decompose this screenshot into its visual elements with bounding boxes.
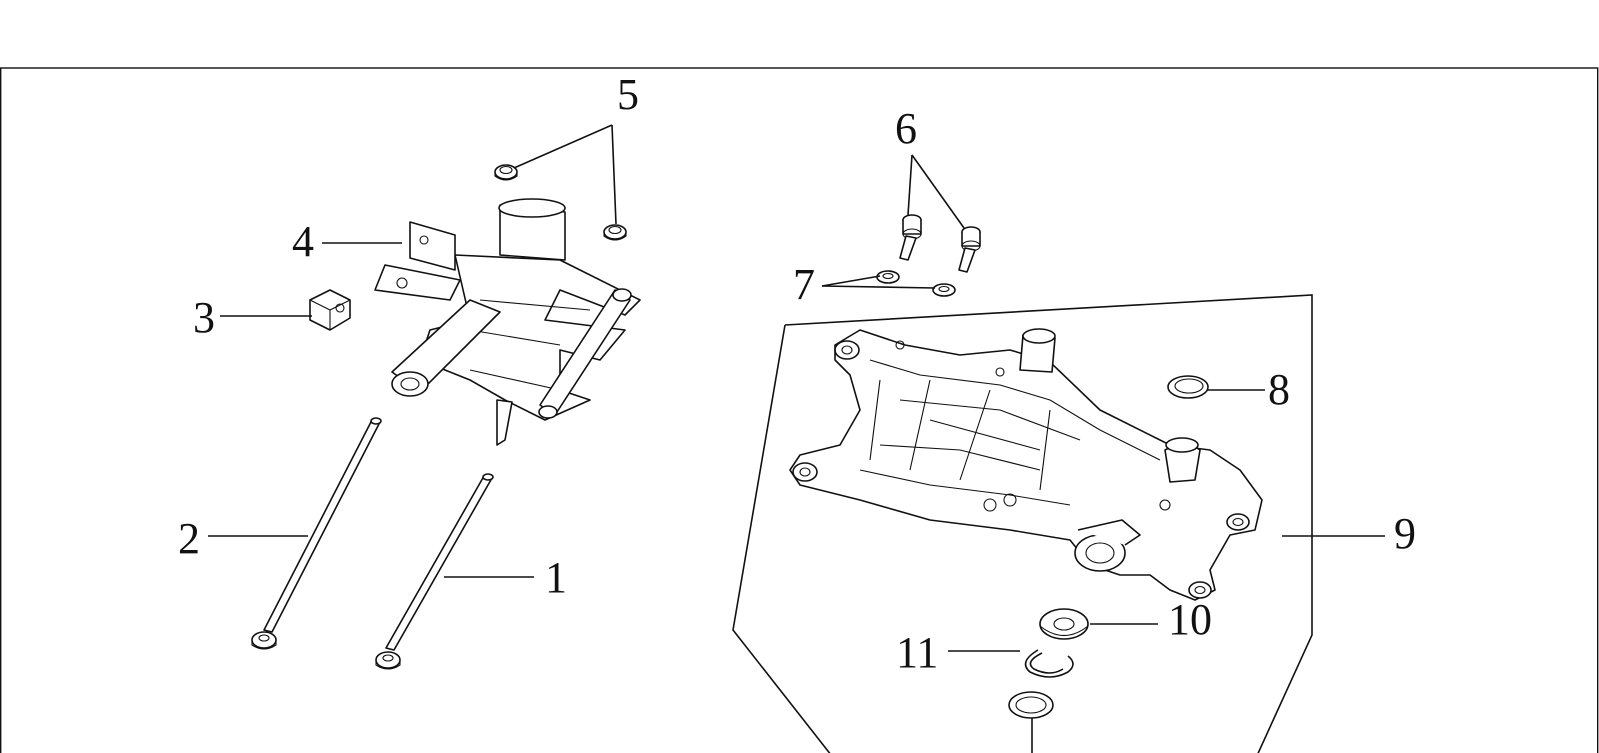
part-1-long-bolt — [375, 473, 494, 670]
part-5-flange-nut-2 — [603, 224, 627, 241]
callout-7: 7 — [793, 260, 815, 309]
callout-9: 9 — [1394, 509, 1416, 558]
part-4-mounting-bracket — [374, 198, 641, 446]
part-seal-lower — [1008, 691, 1054, 719]
part-9-rear-swing-arm — [789, 328, 1263, 601]
part-6-bolt-2 — [958, 226, 981, 273]
callout-5: 5 — [617, 70, 639, 119]
part-10-bearing — [1039, 608, 1089, 640]
callout-2: 2 — [178, 514, 200, 563]
leader-lines — [208, 124, 1385, 753]
callout-1: 1 — [545, 553, 567, 602]
callout-8: 8 — [1268, 365, 1290, 414]
part-7-washer — [876, 270, 900, 284]
part-6-bolt — [899, 214, 922, 261]
callout-4: 4 — [292, 217, 314, 266]
callout-3: 3 — [193, 293, 215, 342]
diagram-frame — [0, 67, 1599, 753]
part-5-flange-nut — [494, 164, 518, 181]
part-3-clip-nut — [309, 289, 351, 331]
part-11-circlip — [1024, 649, 1074, 678]
callout-6: 6 — [895, 104, 917, 153]
part-7-washer-2 — [932, 283, 956, 297]
callout-11: 11 — [896, 628, 938, 677]
part-9-group-outline — [732, 294, 1313, 753]
part-2-long-bolt — [251, 417, 382, 650]
callout-10: 10 — [1168, 595, 1212, 644]
part-8-oil-seal — [1167, 375, 1209, 399]
